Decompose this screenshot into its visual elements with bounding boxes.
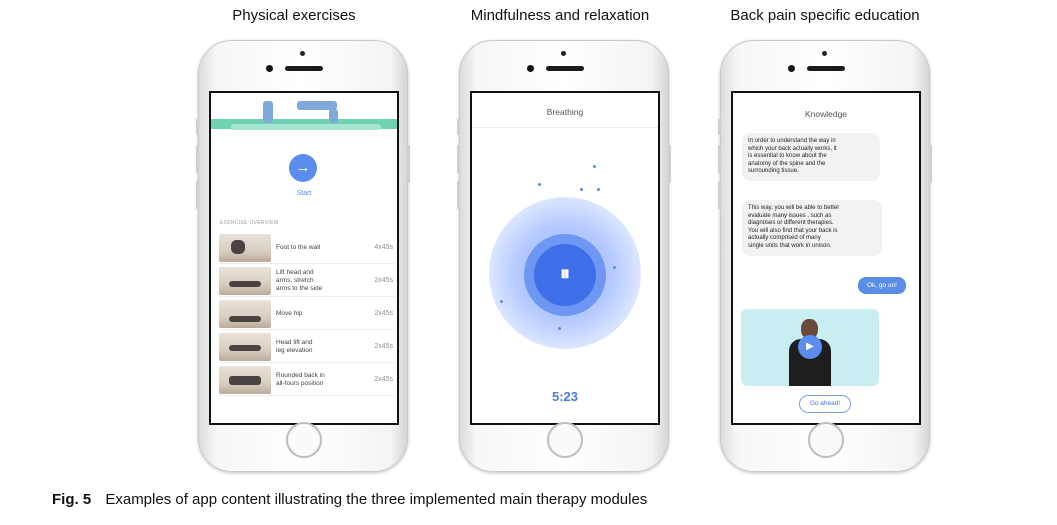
breathing-timer: 5:23 — [551, 389, 579, 404]
exercise-row[interactable]: Head lift and leg elevation 2x45s — [219, 330, 395, 363]
exercise-row[interactable]: Foot to the wall 4x45s — [219, 231, 395, 264]
exercise-row[interactable]: Rounded back in all-fours position 2x45s — [219, 363, 395, 396]
screen-physical-exercises: → Start EXERCISE OVERVIEW Foot to the wa… — [209, 91, 399, 425]
reply-bubble[interactable]: Ok, go on! — [858, 277, 906, 294]
chat-bubble-incoming: This way, you will be able to better eva… — [742, 200, 882, 256]
exercise-thumbnail — [219, 300, 271, 328]
figure-caption-text: Examples of app content illustrating the… — [105, 491, 648, 508]
proximity-sensor — [300, 51, 305, 56]
exercise-reps: 2x45s — [374, 343, 393, 350]
figure-caption: Fig. 5 Examples of app content illustrat… — [52, 491, 647, 508]
exercise-thumbnail — [219, 267, 271, 295]
exercise-name: Move hip — [276, 309, 303, 317]
front-camera — [788, 65, 795, 72]
earpiece-speaker — [285, 66, 323, 71]
presenter-head — [801, 319, 818, 339]
particle-dot — [597, 188, 600, 191]
pause-icon: ⏸ — [560, 263, 570, 285]
proximity-sensor — [561, 51, 566, 56]
exercise-overview-heading: EXERCISE OVERVIEW — [220, 220, 279, 226]
module-title-education: Back pain specific education — [730, 7, 920, 24]
front-camera — [527, 65, 534, 72]
volume-down-button — [718, 181, 721, 209]
earpiece-speaker — [546, 66, 584, 71]
front-camera — [266, 65, 273, 72]
pause-button[interactable]: ⏸ — [534, 244, 596, 306]
particle-dot — [613, 266, 616, 269]
breathing-title: Breathing — [546, 107, 584, 117]
volume-up-button — [196, 145, 199, 173]
exercise-reps: 2x45s — [374, 376, 393, 383]
exercise-mat-shadow — [231, 124, 381, 130]
exercise-name: Foot to the wall — [276, 243, 321, 251]
figure-label: Fig. 5 — [52, 491, 92, 508]
volume-up-button — [718, 145, 721, 173]
illustration-leg — [263, 101, 273, 123]
particle-dot — [538, 183, 541, 186]
volume-down-button — [457, 181, 460, 209]
power-button — [668, 145, 671, 183]
illustration-leg — [297, 101, 337, 110]
module-title-physical: Physical exercises — [232, 7, 356, 24]
exercise-row[interactable]: Move hip 2x45s — [219, 297, 395, 330]
mute-switch — [457, 119, 460, 135]
exercise-name: Head lift and leg elevation — [276, 338, 313, 354]
knowledge-title: Knowledge — [804, 109, 848, 119]
particle-dot — [580, 188, 583, 191]
home-button[interactable] — [808, 422, 844, 458]
exercise-reps: 4x45s — [374, 244, 393, 251]
phone-physical-exercises: → Start EXERCISE OVERVIEW Foot to the wa… — [196, 40, 410, 472]
go-ahead-button[interactable]: Go ahead! — [799, 395, 851, 413]
start-label[interactable]: Start — [296, 190, 312, 197]
screen-knowledge: Knowledge In order to understand the way… — [731, 91, 921, 425]
mute-switch — [718, 119, 721, 135]
phone-education: Knowledge In order to understand the way… — [718, 40, 932, 472]
earpiece-speaker — [807, 66, 845, 71]
exercise-thumbnail — [219, 333, 271, 361]
exercise-name: Rounded back in all-fours position — [276, 371, 325, 387]
exercise-reps: 2x45s — [374, 277, 393, 284]
particle-dot — [593, 165, 596, 168]
particle-dot — [558, 327, 561, 330]
education-video[interactable]: ▶ — [741, 309, 879, 386]
exercise-thumbnail — [219, 366, 271, 394]
play-icon: ▶ — [806, 341, 814, 352]
mute-switch — [196, 119, 199, 135]
exercise-name: Lift head and arms, stretch arms to the … — [276, 268, 323, 292]
volume-up-button — [457, 145, 460, 173]
chat-bubble-incoming: In order to understand the way in which … — [742, 133, 880, 181]
illustration-leg — [329, 109, 338, 123]
exercise-reps: 2x45s — [374, 310, 393, 317]
video-play-button[interactable]: ▶ — [798, 335, 822, 359]
exercise-row[interactable]: Lift head and arms, stretch arms to the … — [219, 264, 395, 297]
exercise-list: Foot to the wall 4x45s Lift head and arm… — [219, 231, 395, 396]
module-title-mindfulness: Mindfulness and relaxation — [470, 7, 650, 24]
proximity-sensor — [822, 51, 827, 56]
start-button[interactable]: → — [289, 154, 317, 182]
phone-mindfulness: Breathing ⏸ 5:23 — [457, 40, 671, 472]
exercise-thumbnail — [219, 234, 271, 262]
home-button[interactable] — [547, 422, 583, 458]
particle-dot — [500, 300, 503, 303]
power-button — [929, 145, 932, 183]
home-button[interactable] — [286, 422, 322, 458]
volume-down-button — [196, 181, 199, 209]
screen-breathing: Breathing ⏸ 5:23 — [470, 91, 660, 425]
power-button — [407, 145, 410, 183]
exercise-illustration — [211, 93, 397, 139]
arrow-right-icon: → — [295, 159, 311, 176]
nav-divider — [472, 127, 658, 128]
